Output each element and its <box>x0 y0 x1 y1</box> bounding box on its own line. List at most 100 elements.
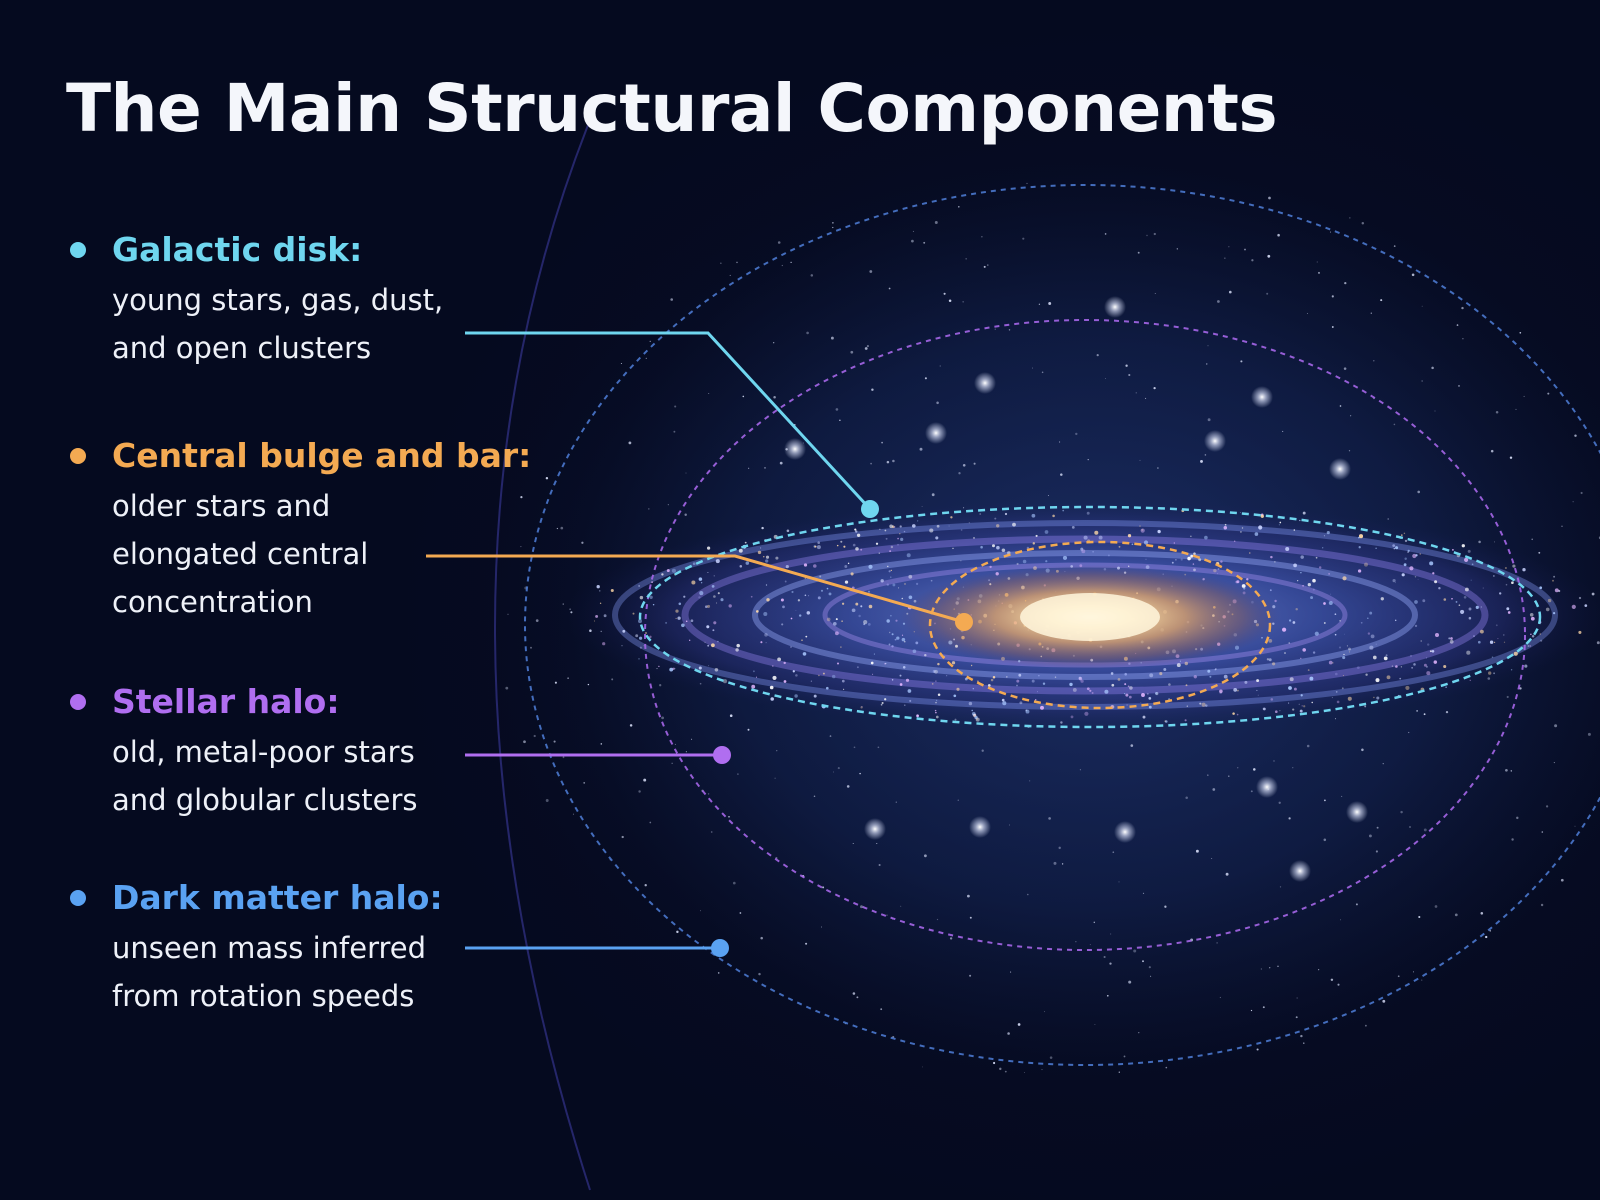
disk-star <box>763 556 765 558</box>
star <box>732 881 736 885</box>
star <box>553 740 556 743</box>
star <box>1538 551 1541 554</box>
disk-star <box>1282 627 1287 632</box>
disk-star <box>1391 665 1394 667</box>
disk-star <box>890 614 892 617</box>
star <box>1204 454 1207 456</box>
star <box>962 301 964 303</box>
disk-star <box>951 661 956 665</box>
component-galactic-disk: Galactic disk: young stars, gas, dust, a… <box>64 228 484 372</box>
disk-star <box>1126 704 1128 706</box>
disk-star <box>1326 531 1330 535</box>
bullet-dot <box>70 448 86 464</box>
star <box>781 264 783 267</box>
star <box>1212 788 1216 791</box>
description-line: unseen mass inferred <box>112 931 427 965</box>
star <box>1207 774 1209 776</box>
disk-star <box>895 619 898 622</box>
disk-star <box>960 560 962 562</box>
star <box>1266 292 1269 295</box>
star <box>1145 397 1147 399</box>
disk-star <box>1219 689 1223 694</box>
disk-star <box>622 629 626 633</box>
disk-star <box>610 588 614 593</box>
disk-star <box>713 575 715 577</box>
star <box>1093 921 1096 924</box>
disk-star <box>1545 607 1550 612</box>
disk-star <box>1175 559 1177 561</box>
star <box>1044 1011 1046 1013</box>
star <box>1060 473 1063 476</box>
disk-star <box>826 587 829 590</box>
star <box>1505 768 1508 772</box>
disk-star <box>867 590 871 593</box>
disk-star <box>745 561 750 565</box>
disk-star <box>1279 521 1282 524</box>
star <box>676 930 679 934</box>
star <box>685 751 687 753</box>
star <box>777 241 781 244</box>
description-line: and globular clusters <box>112 783 418 817</box>
disk-star <box>1141 528 1144 531</box>
disk-star <box>1295 607 1298 611</box>
star <box>1017 1023 1021 1026</box>
star <box>852 992 856 995</box>
star <box>1541 831 1544 833</box>
disk-star <box>1044 530 1049 534</box>
disk-star <box>1091 692 1094 694</box>
disk-star <box>791 590 794 594</box>
star <box>1454 913 1458 917</box>
star <box>880 1008 883 1011</box>
disk-star <box>1507 611 1511 614</box>
page-title: The Main Structural Components <box>66 70 1278 147</box>
disk-star <box>765 555 770 559</box>
disk-star <box>974 715 978 720</box>
star <box>1106 994 1109 997</box>
star <box>919 447 923 451</box>
disk-star <box>855 602 859 606</box>
disk-star <box>639 636 643 640</box>
star <box>587 683 590 686</box>
disk-star <box>1001 548 1006 552</box>
disk-star <box>639 595 644 600</box>
disk-star <box>843 545 846 548</box>
star <box>921 1066 923 1068</box>
disk-star <box>1512 564 1516 568</box>
star <box>1010 971 1012 973</box>
disk-star <box>671 568 676 573</box>
disk-star <box>738 548 743 553</box>
star <box>1157 467 1159 469</box>
disk-star <box>934 709 937 712</box>
star <box>1004 1070 1007 1073</box>
star <box>1225 872 1229 876</box>
star <box>1339 405 1342 407</box>
star <box>853 746 856 749</box>
disk-star <box>1155 692 1158 695</box>
disk-star <box>763 611 768 617</box>
star <box>1485 935 1488 939</box>
disk-star <box>1288 702 1290 704</box>
disk-star <box>854 528 857 531</box>
star <box>670 298 674 301</box>
star <box>1349 217 1351 219</box>
star <box>810 274 814 277</box>
disk-star <box>644 631 648 635</box>
bullet-dot <box>70 694 86 710</box>
star <box>1277 965 1279 967</box>
disk-star <box>1148 705 1152 709</box>
star <box>600 743 603 745</box>
star <box>1339 919 1342 921</box>
disk-star <box>692 562 696 566</box>
disk-star <box>912 649 917 653</box>
disk-star <box>1347 696 1352 701</box>
star <box>864 347 868 350</box>
disk-star <box>931 683 934 685</box>
star <box>729 714 733 717</box>
star <box>1041 371 1044 374</box>
disk-star <box>1220 560 1223 563</box>
star <box>1058 846 1061 850</box>
disk-star <box>836 544 839 547</box>
disk-star <box>652 603 655 606</box>
disk-star <box>802 652 807 656</box>
disk-star <box>783 680 787 683</box>
